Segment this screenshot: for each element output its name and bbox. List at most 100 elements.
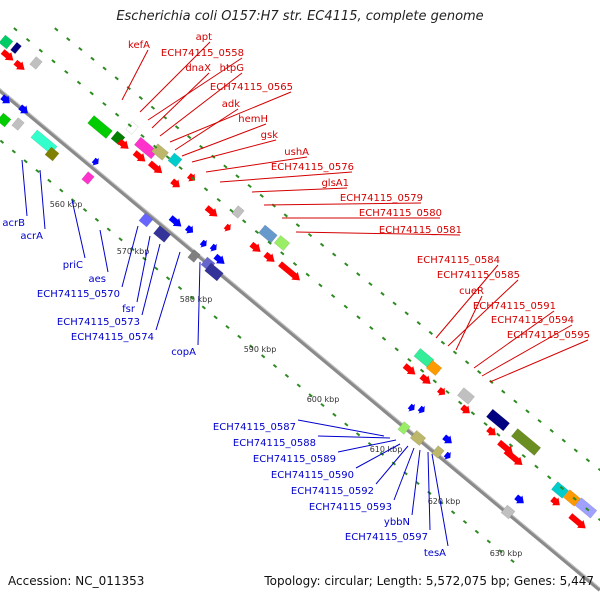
svg-text:htpG: htpG	[220, 63, 244, 74]
reverse-feature	[81, 171, 95, 185]
tick-mark	[260, 354, 266, 359]
tick-mark	[150, 105, 156, 110]
tick-mark	[213, 315, 218, 320]
tick-mark	[280, 251, 285, 256]
tick-mark	[201, 305, 206, 310]
reverse-feature	[407, 403, 415, 412]
reverse-feature	[153, 225, 171, 243]
tick-mark	[102, 101, 107, 107]
tick-mark	[271, 203, 276, 208]
forward-gene-label: htpG	[159, 63, 244, 137]
forward-feature	[402, 363, 416, 375]
tick-mark	[118, 237, 123, 242]
tick-mark	[165, 155, 171, 160]
tick-mark	[54, 27, 59, 32]
tick-mark	[496, 432, 501, 437]
forward-gene-label: ECH74115_0558	[147, 48, 244, 121]
accession-label: Accession: NC_011353	[8, 574, 145, 588]
svg-text:cueR: cueR	[459, 286, 484, 297]
tick-mark	[573, 448, 578, 453]
tick-mark	[380, 291, 385, 296]
forward-feature	[0, 49, 14, 61]
tick-mark	[305, 272, 310, 277]
reverse-gene-label: aes	[89, 229, 109, 285]
tick-mark	[525, 409, 530, 414]
tick-mark	[25, 37, 31, 43]
forward-gene-label: kefA	[121, 40, 150, 101]
forward-gene-label: adk	[174, 99, 240, 151]
svg-text:acrB: acrB	[2, 218, 25, 229]
forward-feature	[263, 251, 275, 262]
forward-gene-label: ECH74115_0565	[169, 82, 293, 143]
tick-mark	[78, 46, 83, 52]
tick-mark	[344, 262, 349, 267]
forward-feature	[278, 261, 300, 281]
tick-mark	[432, 379, 437, 384]
tick-mark	[138, 95, 143, 100]
tick-mark	[559, 485, 565, 491]
reverse-feature	[409, 429, 427, 447]
svg-text:ECH74115_0597: ECH74115_0597	[345, 532, 428, 543]
tick-mark	[561, 438, 566, 443]
reverse-feature	[187, 249, 201, 263]
forward-feature	[147, 160, 163, 174]
map-title: Escherichia coli O157:H7 str. EC4115, co…	[116, 9, 484, 24]
tick-mark	[165, 276, 171, 281]
reverse-strand-features	[0, 94, 524, 520]
tick-mark	[237, 334, 242, 339]
svg-text:glsA1: glsA1	[321, 178, 349, 189]
forward-feature	[568, 513, 586, 529]
forward-feature	[457, 387, 475, 405]
tick-mark	[355, 432, 361, 437]
reverse-feature	[185, 225, 194, 234]
svg-text:ECH74115_0579: ECH74115_0579	[340, 193, 423, 204]
tick-mark	[369, 325, 374, 331]
reverse-feature	[500, 504, 516, 520]
forward-feature	[486, 426, 496, 436]
svg-text:dnaX: dnaX	[185, 63, 211, 74]
reverse-gene-label: ECH74115_0587	[213, 419, 385, 437]
svg-text:ECH74115_0584: ECH74115_0584	[417, 255, 500, 266]
tick-mark	[445, 389, 450, 395]
svg-text:ECH74115_0573: ECH74115_0573	[57, 317, 140, 328]
tick-mark	[177, 285, 183, 291]
forward-gene-label: ECH74115_0584	[417, 255, 500, 339]
tick-mark	[89, 91, 94, 96]
tick-mark	[38, 48, 43, 53]
reverse-feature	[0, 112, 12, 128]
tick-mark	[90, 56, 95, 61]
outer-track	[0, 34, 22, 55]
forward-feature	[13, 59, 25, 70]
forward-feature	[551, 481, 569, 499]
forward-feature	[249, 241, 261, 252]
reverse-gene-label: acrA	[20, 169, 46, 242]
reverse-feature	[11, 117, 25, 131]
reverse-feature	[397, 421, 411, 435]
reverse-gene-label: ECH74115_0593	[309, 447, 415, 513]
reverse-feature	[18, 104, 28, 114]
reverse-feature	[209, 243, 217, 252]
svg-text:tesA: tesA	[424, 548, 446, 559]
tick-mark	[332, 252, 337, 257]
backbone-line	[0, 88, 600, 592]
tick-mark	[0, 139, 5, 144]
tick-mark	[272, 363, 278, 369]
reverse-gene-label: copA	[171, 261, 201, 358]
tick-mark	[189, 295, 195, 300]
forward-feature	[485, 408, 511, 432]
svg-text:ybbN: ybbN	[384, 517, 410, 528]
forward-feature	[117, 138, 129, 149]
tick-mark	[392, 301, 397, 306]
tick-mark	[140, 133, 145, 139]
svg-text:kefA: kefA	[128, 40, 150, 51]
forward-gene-label: ECH74115_0585	[437, 270, 520, 347]
forward-gene-label: gsk	[191, 130, 278, 163]
forward-feature	[204, 205, 218, 217]
tick-mark	[416, 321, 421, 326]
svg-text:ECH74115_0576: ECH74115_0576	[271, 162, 354, 173]
svg-text:ushA: ushA	[284, 147, 309, 158]
svg-text:ECH74115_0570: ECH74115_0570	[37, 289, 120, 300]
tick-mark	[483, 421, 488, 427]
outer-feature	[0, 34, 14, 50]
